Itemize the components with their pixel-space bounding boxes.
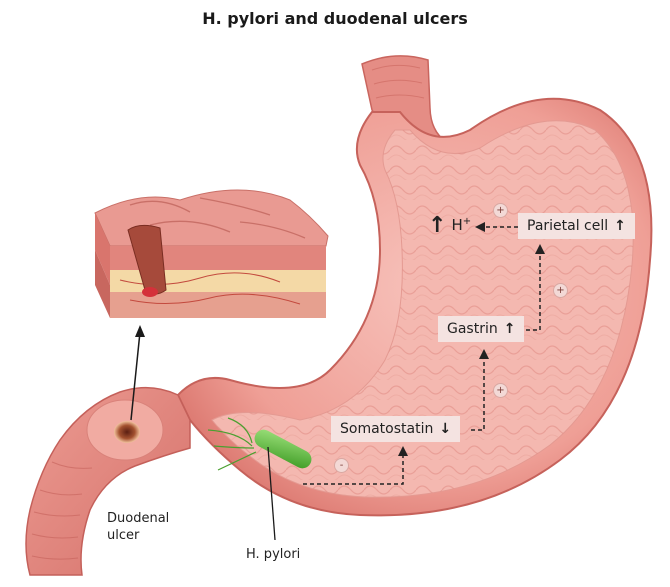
gastrin-label: Gastrin↑ <box>438 316 525 342</box>
gastrin-trend-arrow: ↑ <box>503 321 516 337</box>
parietal-cell-label: Parietal cell↑ <box>518 213 635 239</box>
plus-sign-parietal: + <box>493 203 508 218</box>
minus-sign-hpylori: - <box>334 458 349 473</box>
plus-sign-somatostatin: + <box>493 383 508 398</box>
somatostatin-trend-arrow: ↓ <box>439 421 452 437</box>
duodenal-ulcer-spot <box>114 421 140 443</box>
tissue-cross-section <box>94 189 329 318</box>
somatostatin-label: Somatostatin↓ <box>331 416 461 442</box>
h-pylori-label: H. pylori <box>246 547 301 562</box>
h-pylori-bacterium <box>207 417 312 471</box>
hydrogen-ion-increase-arrow: ↑ <box>428 213 447 238</box>
parietal-cell-trend-arrow: ↑ <box>614 218 626 234</box>
duodenal-ulcer-label: Duodenal ulcer <box>107 511 170 543</box>
diagram-title: H. pylori and duodenal ulcers <box>202 9 468 28</box>
hydrogen-ion-label: ↑H+ <box>428 213 472 238</box>
plus-sign-gastrin: + <box>553 283 568 298</box>
